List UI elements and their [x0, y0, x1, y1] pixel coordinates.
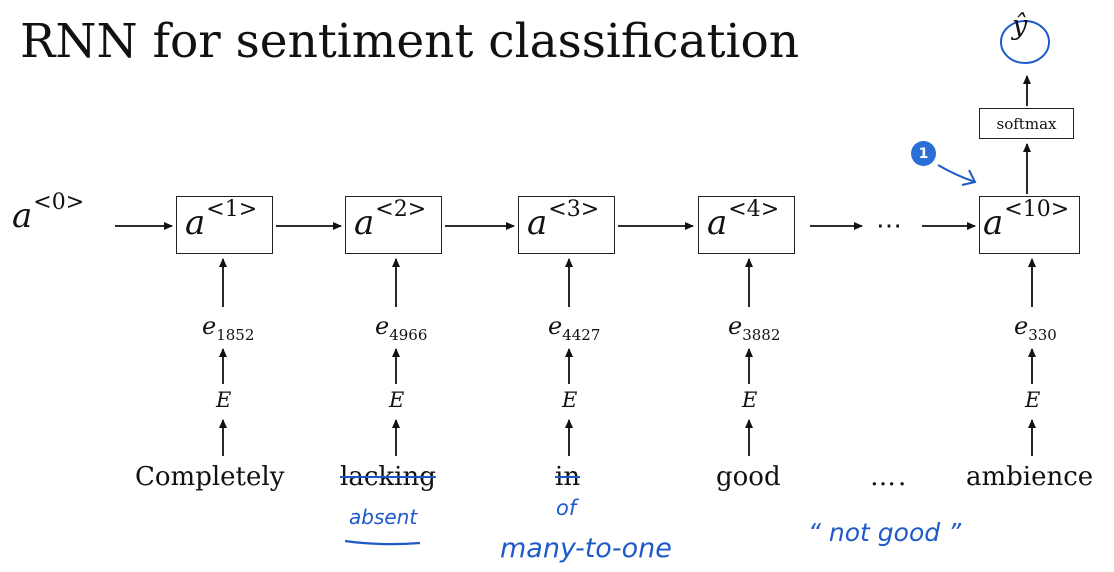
embedding-4966: e4966 — [375, 312, 428, 344]
output-circle — [1000, 20, 1050, 64]
annotation-many-to-one: many-to-one — [500, 533, 672, 564]
word-lacking: lacking — [340, 462, 436, 492]
activation-label: a<1> — [185, 197, 258, 243]
word-in: in — [555, 462, 581, 492]
rnn-cell-3: a<3> — [518, 196, 615, 254]
sequence-ellipsis: ⋯ — [876, 211, 902, 241]
initial-activation: a<0> — [12, 190, 85, 236]
rnn-cell-1: a<1> — [176, 196, 273, 254]
word-completely: Completely — [135, 462, 285, 492]
annotation-badge: 1 — [911, 141, 936, 166]
embedding-330: e330 — [1014, 312, 1057, 344]
activation-label: a<2> — [354, 197, 427, 243]
embedding-matrix-label: E — [562, 388, 578, 412]
rnn-cell-2: a<2> — [345, 196, 442, 254]
embedding-3882: e3882 — [728, 312, 781, 344]
word-good: good — [716, 462, 781, 492]
annotation-not-good: “ not good ” — [808, 518, 962, 547]
annotation-of: of — [556, 496, 577, 520]
output-y-hat: ŷ — [1012, 10, 1028, 41]
absent-underline — [344, 539, 421, 546]
embedding-matrix-label: E — [742, 388, 758, 412]
slide-title: RNN for sentiment classification — [20, 14, 800, 69]
embedding-1852: e1852 — [202, 312, 255, 344]
annotation-pointer — [937, 164, 977, 186]
embedding-4427: e4427 — [548, 312, 601, 344]
word-ambience: ambience — [966, 462, 1094, 492]
activation-label: a<3> — [527, 197, 600, 243]
activation-label: a<10> — [983, 197, 1070, 243]
annotation-absent: absent — [349, 505, 418, 529]
embedding-matrix-label: E — [1025, 388, 1041, 412]
activation-label: a<4> — [707, 197, 780, 243]
embedding-matrix-label: E — [216, 388, 232, 412]
rnn-cell-10: a<10> — [979, 196, 1080, 254]
word-ellipsis: …. — [870, 462, 909, 492]
rnn-cell-4: a<4> — [698, 196, 795, 254]
embedding-matrix-label: E — [389, 388, 405, 412]
softmax-box: softmax — [979, 108, 1074, 139]
